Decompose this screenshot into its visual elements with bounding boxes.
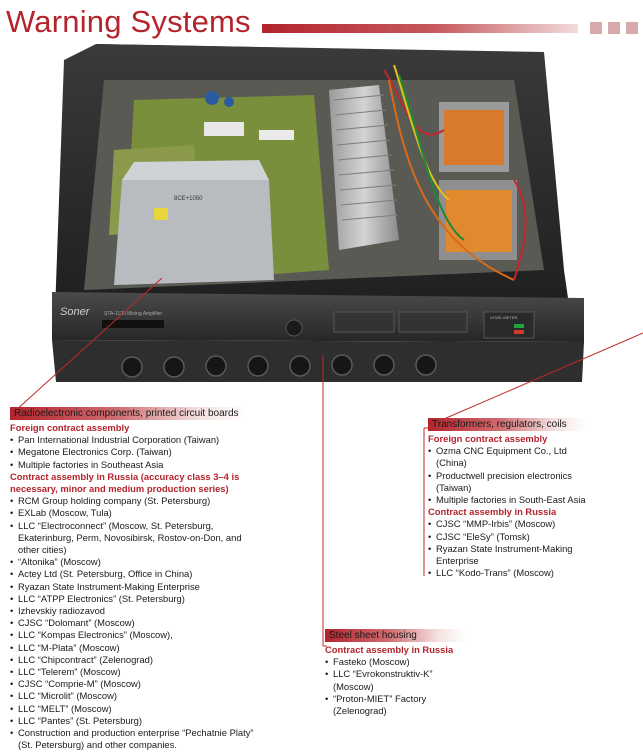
list-item: Productwell precision electronics (Taiwa… — [428, 470, 588, 494]
decor-square — [608, 22, 620, 34]
list-item: Multiple factories in Southeast Asia — [10, 459, 264, 471]
photo-sticker: 8CE+1050 — [174, 196, 203, 202]
list-item: LLC “Chipcontract” (Zelenograd) — [10, 654, 264, 666]
list-item: Multiple factories in South-East Asia — [428, 494, 588, 506]
list-item: LLC “Telerem” (Moscow) — [10, 666, 264, 678]
section-steel-housing: Steel sheet housing Contract assembly in… — [325, 629, 475, 717]
list-item: Ryazan State Instrument-Making Enterpris… — [428, 543, 588, 567]
company-list: CJSC “MMP-Irbis” (Moscow) CJSC “EleSy” (… — [428, 518, 588, 579]
list-item: LLC “MELT” (Moscow) — [10, 703, 264, 715]
list-item: LLC “Kompas Electronics” (Moscow), — [10, 629, 264, 641]
company-list: Pan International Industrial Corporation… — [10, 434, 264, 471]
photo-brand: Soner — [60, 306, 91, 318]
group-title: Foreign contract assembly — [428, 433, 548, 444]
group-title: Contract assembly in Russia (accuracy cl… — [10, 470, 240, 495]
section-transformers: Transformers, regulators, coils Foreign … — [428, 418, 588, 580]
list-item: LLC “Pantes” (St. Petersburg) — [10, 715, 264, 727]
list-item: LLC “M-Plata” (Moscow) — [10, 642, 264, 654]
list-item: EXLab (Moscow, Tula) — [10, 507, 264, 519]
list-item: CJSC “MMP-Irbis” (Moscow) — [428, 518, 588, 530]
list-item: LLC “ATPP Electronics” (St. Petersburg) — [10, 593, 264, 605]
decor-square — [626, 22, 638, 34]
list-item: Fasteko (Moscow) — [325, 656, 475, 668]
list-item: RCM Group holding company (St. Petersbur… — [10, 495, 264, 507]
list-item: Megatone Electronics Corp. (Taiwan) — [10, 446, 264, 458]
list-item: LLC “Microlit” (Moscow) — [10, 690, 264, 702]
company-list: RCM Group holding company (St. Petersbur… — [10, 495, 264, 751]
list-item: CJSC “Comprie-M” (Moscow) — [10, 678, 264, 690]
section-header-text: Radioelectronic components, printed circ… — [14, 408, 239, 419]
list-item: “Altonika” (Moscow) — [10, 556, 264, 568]
photo-level-meter: LEVEL METER — [490, 315, 518, 320]
group-title: Contract assembly in Russia — [428, 506, 557, 518]
list-item: LLC “Evrokonstruktiv-K” (Moscow) — [325, 668, 475, 692]
list-item: “Proton-MIET” Factory (Zelenograd) — [325, 693, 475, 717]
list-item: Construction and production enterprise “… — [10, 727, 264, 751]
list-item: Pan International Industrial Corporation… — [10, 434, 264, 446]
photo-model: STA-1120 Mixing Amplifier — [104, 311, 163, 317]
list-item: Actey Ltd (St. Petersburg, Office in Chi… — [10, 568, 264, 580]
section-header-text: Steel sheet housing — [329, 630, 417, 641]
amplifier-photo: 8CE+1050 Soner STA-1120 Mixing Amplifier… — [44, 40, 588, 390]
list-item: LLC “Electroconnect” (Moscow, St. Peters… — [10, 520, 264, 557]
group-title: Contract assembly in Russia — [325, 644, 454, 655]
list-item: CJSC “Dolomant” (Moscow) — [10, 617, 264, 629]
list-item: Izhevskiy radiozavod — [10, 605, 264, 617]
group-title: Foreign contract assembly — [10, 422, 130, 433]
section-header-text: Transformers, regulators, coils — [432, 419, 567, 430]
company-list: Fasteko (Moscow) LLC “Evrokonstruktiv-K”… — [325, 656, 475, 717]
section-header: Steel sheet housing — [325, 629, 465, 642]
list-item: Ozma CNC Equipment Co., Ltd (China) — [428, 445, 588, 469]
section-header: Transformers, regulators, coils — [428, 418, 586, 431]
company-list: Ozma CNC Equipment Co., Ltd (China) Prod… — [428, 445, 588, 506]
list-item: CJSC “EleSy” (Tomsk) — [428, 531, 588, 543]
decor-square — [590, 22, 602, 34]
section-radioelectronic: Radioelectronic components, printed circ… — [10, 407, 264, 751]
list-item: LLC “Kodo-Trans” (Moscow) — [428, 567, 588, 579]
section-header: Radioelectronic components, printed circ… — [10, 407, 246, 420]
title-accent-bar — [262, 24, 578, 33]
page-title: Warning Systems — [6, 4, 251, 39]
list-item: Ryazan State Instrument-Making Enterpris… — [10, 581, 264, 593]
